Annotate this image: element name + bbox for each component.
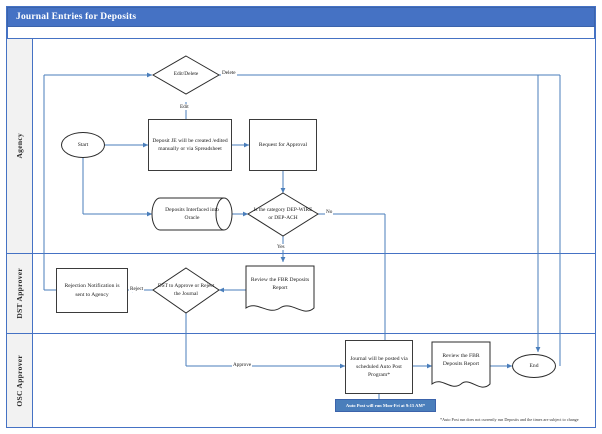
edge-label-approve: Approve <box>232 362 253 368</box>
swimlane-container: Agency DST Approver OSC Approver <box>7 39 595 427</box>
edge-label-category-yes: Yes <box>276 244 286 250</box>
process-rejection-notification-label: Rejection Notification is sent to Agency <box>64 283 120 298</box>
process-rejection-notification[interactable]: Rejection Notification is sent to Agency <box>56 268 128 313</box>
process-create-deposit-je-label: Deposit JE will be created /edited manua… <box>152 137 228 152</box>
database-deposits-interfaced[interactable]: Deposits Interfaced into Oracle <box>160 198 224 230</box>
swimlane-body-osc <box>33 334 595 427</box>
swimlane-label-osc-text: OSC Approver <box>15 354 24 407</box>
title-bar: Journal Entries for Deposits <box>7 7 595 27</box>
edge-label-reject: Reject <box>129 286 145 292</box>
terminator-end[interactable]: End <box>512 354 556 378</box>
process-journal-auto-post[interactable]: Journal will be posted via scheduled Aut… <box>345 340 413 394</box>
swimlane-label-dst-text: DST Approver <box>15 268 24 319</box>
process-journal-auto-post-label: Journal will be posted via scheduled Aut… <box>350 355 408 379</box>
decision-edit-delete[interactable]: Edit/Delete <box>153 56 219 94</box>
process-create-deposit-je[interactable]: Deposit JE will be created /edited manua… <box>148 119 232 171</box>
callout-auto-post-schedule: Auto Post will run Mon-Fri at 9:15 AM* <box>335 399 436 412</box>
callout-auto-post-schedule-label: Auto Post will run Mon-Fri at 9:15 AM* <box>345 403 426 408</box>
swimlane-dst-approver: DST Approver <box>7 254 595 334</box>
decision-category-label: Is the category DEP-WIRE or DEP-ACH <box>253 206 313 221</box>
edge-label-category-no: No <box>325 209 334 215</box>
footnote-auto-post: *Auto Post run does not currently run De… <box>440 417 579 422</box>
swimlane-label-agency-text: Agency <box>15 133 24 159</box>
document-review-fbr-dst[interactable]: Review the FBR Deposits Report <box>246 266 314 302</box>
decision-dst-approve-reject-label: DST to Approve or Reject the Journal <box>157 282 215 297</box>
decision-edit-delete-label: Edit/Delete <box>173 71 199 78</box>
swimlane-osc-approver: OSC Approver <box>7 334 595 427</box>
terminator-end-label: End <box>529 362 539 369</box>
swimlane-label-dst: DST Approver <box>7 254 33 333</box>
document-review-fbr-osc-label: Review the FBR Deposits Report <box>442 352 480 367</box>
terminator-start-label: Start <box>77 141 89 148</box>
swimlane-label-osc: OSC Approver <box>7 334 33 427</box>
document-review-fbr-dst-label: Review the FBR Deposits Report <box>250 276 310 291</box>
title-underbar <box>7 27 595 39</box>
process-request-for-approval-label: Request for Approval <box>258 141 308 148</box>
document-review-fbr-osc[interactable]: Review the FBR Deposits Report <box>432 342 490 378</box>
swimlane-label-agency: Agency <box>7 39 33 253</box>
process-request-for-approval[interactable]: Request for Approval <box>249 119 317 171</box>
terminator-start[interactable]: Start <box>61 132 105 158</box>
database-deposits-interfaced-label: Deposits Interfaced into Oracle <box>165 206 219 221</box>
decision-dst-approve-reject[interactable]: DST to Approve or Reject the Journal <box>153 268 219 313</box>
swimlane-agency: Agency <box>7 39 595 254</box>
edge-label-delete: Delete <box>221 70 237 76</box>
edge-label-edit: Edit <box>179 104 190 110</box>
page-title: Journal Entries for Deposits <box>16 12 137 22</box>
decision-category[interactable]: Is the category DEP-WIRE or DEP-ACH <box>248 193 318 236</box>
